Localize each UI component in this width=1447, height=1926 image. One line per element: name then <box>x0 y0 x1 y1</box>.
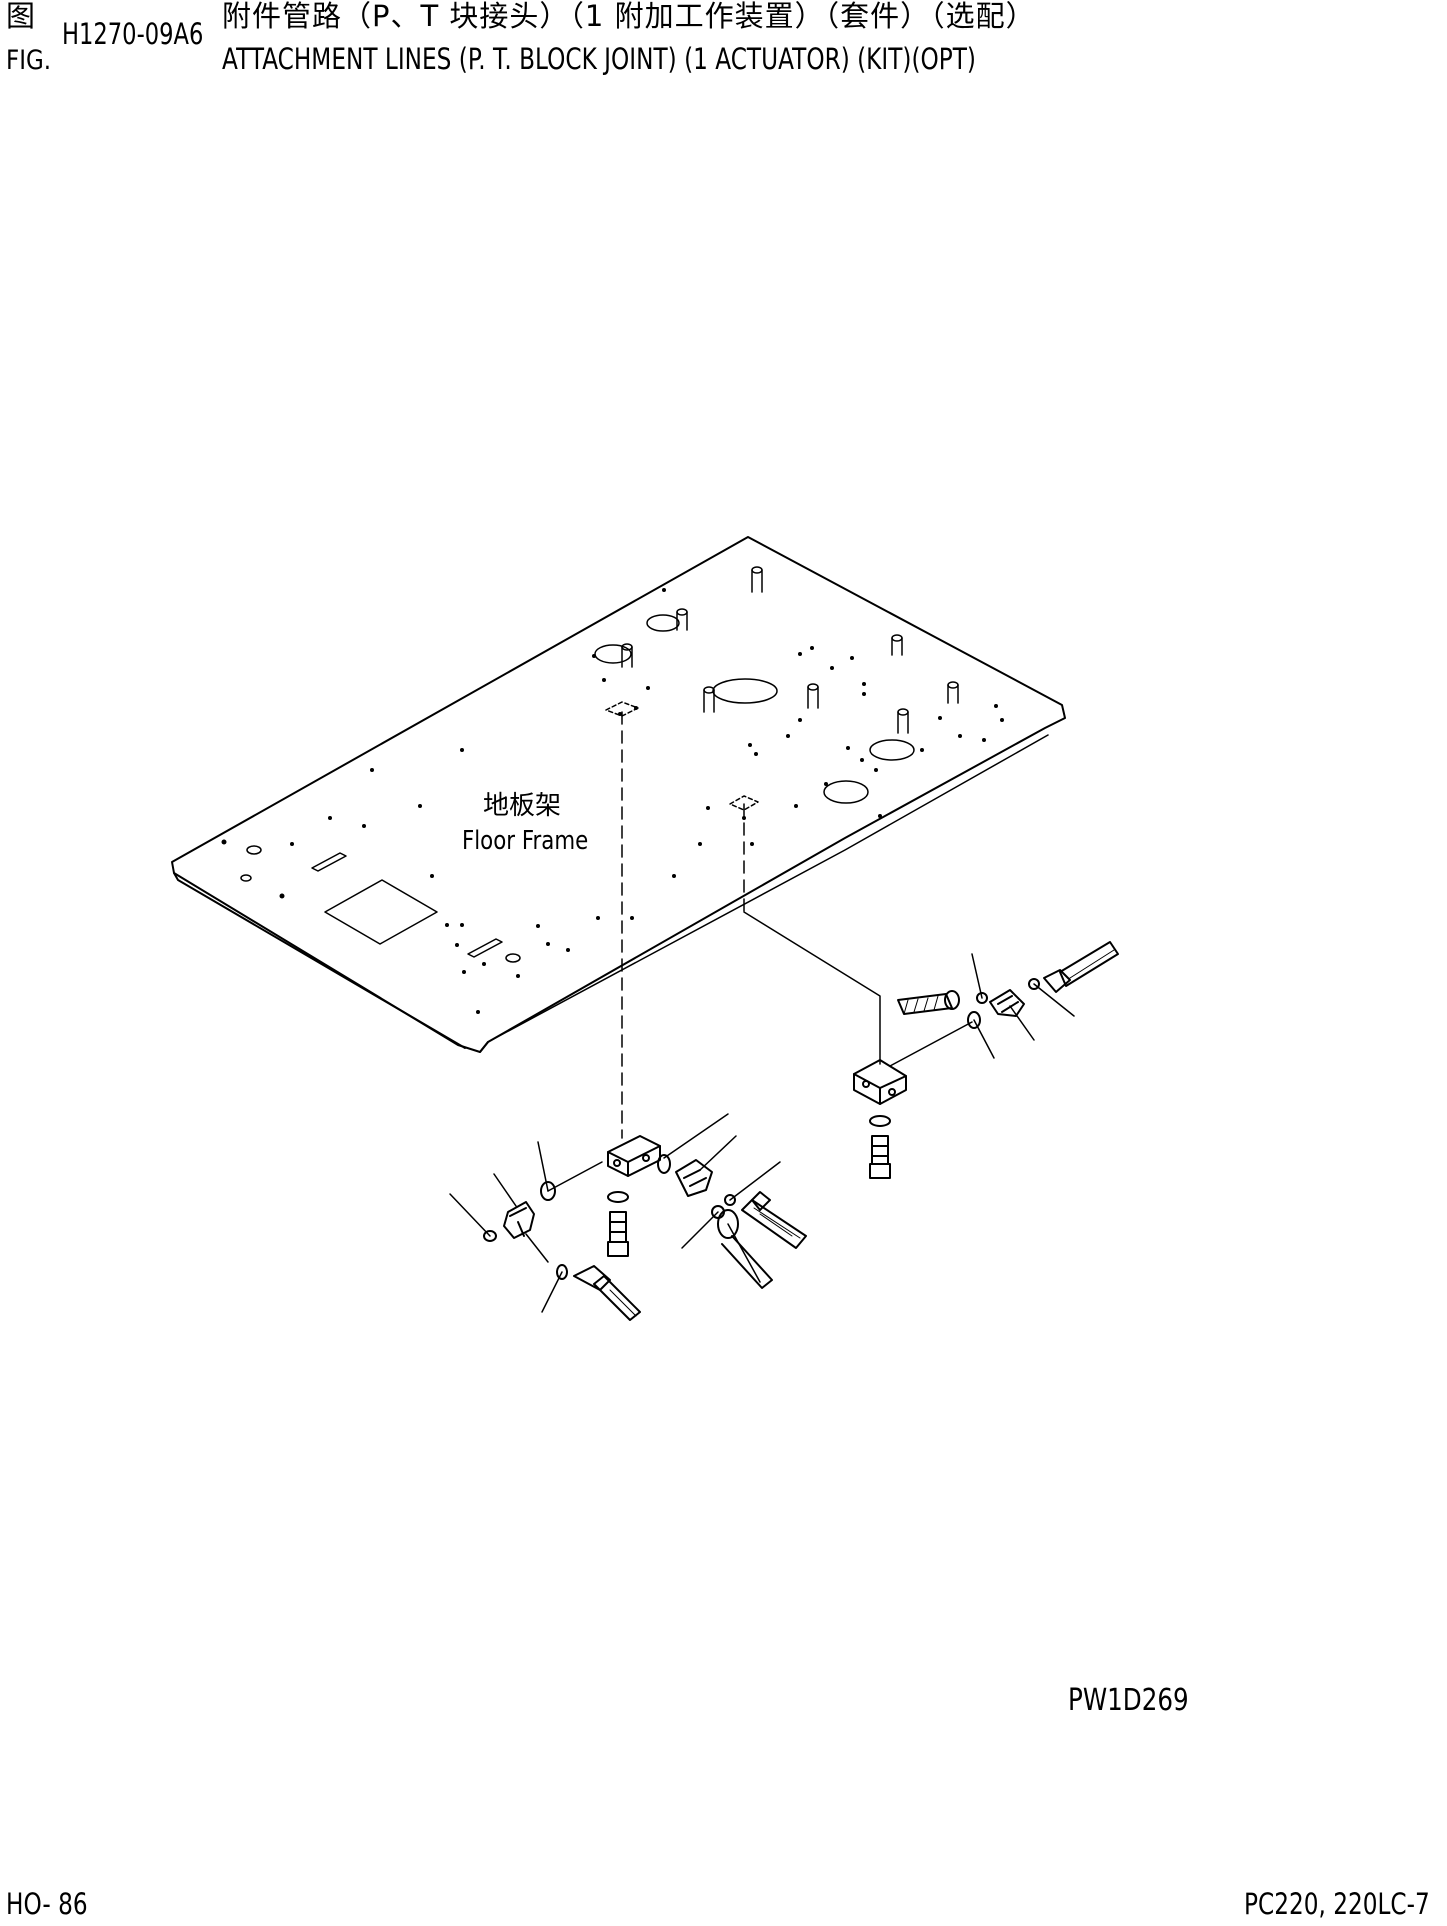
figure-code: H1270-09A6 <box>62 17 204 51</box>
fig-label-en: FIG. <box>6 45 52 76</box>
floor-frame-label-en: Floor Frame <box>462 826 589 856</box>
figure-title-en: ATTACHMENT LINES (P. T. BLOCK JOINT) (1 … <box>222 42 976 76</box>
left-block-joint-assembly <box>449 701 807 1321</box>
floor-frame-plate <box>171 536 1066 1053</box>
right-block-joint-assembly <box>729 795 1119 1179</box>
page-number: HO- 86 <box>6 1887 88 1921</box>
machine-model: PC220, 220LC-7 <box>1244 1887 1430 1921</box>
floor-frame-label-cn: 地板架 <box>483 791 562 821</box>
fig-label-cn: 图 <box>6 0 36 33</box>
figure-title-cn: 附件管路（P、T 块接头）（1 附加工作装置）（套件）（选配） <box>222 0 1036 33</box>
drawing-id: PW1D269 <box>1068 1683 1189 1718</box>
